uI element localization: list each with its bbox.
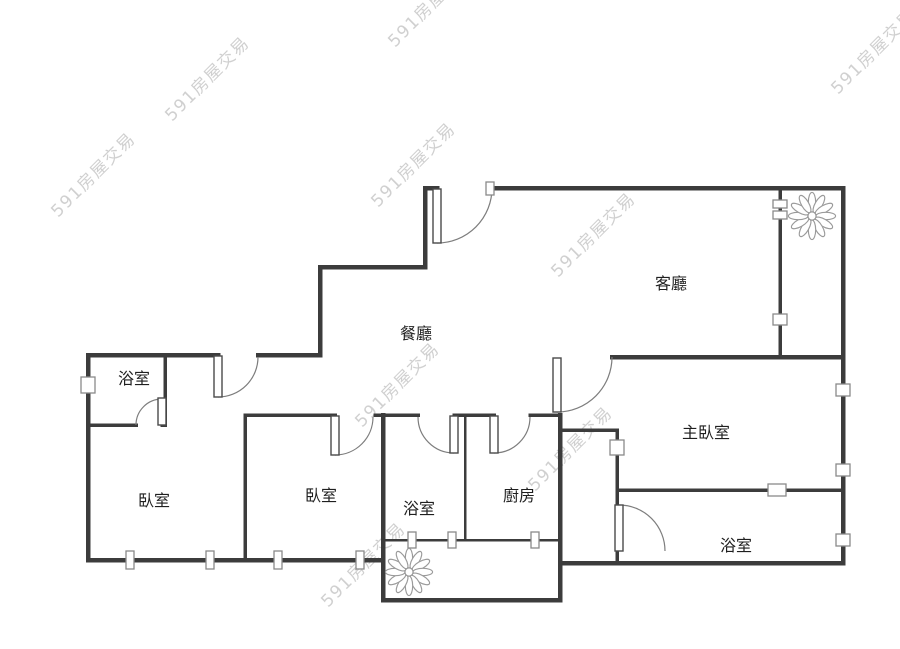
room-label-bedroom-left: 臥室 [138, 491, 170, 510]
room-label-dining: 餐廳 [400, 324, 432, 343]
bath-right-door-leaf [614, 504, 624, 552]
watermark-text: 591房屋交易 [827, 6, 900, 99]
door-jamb-marker [485, 181, 495, 196]
plant-icon [384, 547, 434, 597]
door-layer [135, 187, 666, 552]
window-marker [125, 550, 135, 570]
corridor-door-arc [217, 356, 259, 398]
window-marker [447, 531, 457, 549]
watermark-layer: 591房屋交易 591房屋交易 591房屋交易 591房屋交易 591房屋交易 … [47, 0, 900, 612]
watermark-text: 591房屋交易 [547, 189, 640, 282]
master-bedroom-door-leaf [552, 357, 562, 413]
room-label-living: 客廳 [655, 274, 687, 293]
watermark-text: 591房屋交易 [367, 119, 460, 212]
window-marker [530, 531, 540, 549]
room-label-kitchen: 廚房 [503, 486, 535, 505]
room-label-bath-middle: 浴室 [403, 499, 435, 518]
watermark-text: 591房屋交易 [351, 339, 444, 432]
window-marker [772, 199, 788, 209]
entry-door-leaf [432, 188, 442, 244]
bath-right-door-arc [618, 504, 666, 552]
watermark-text: 591房屋交易 [384, 0, 477, 52]
master-bedroom-door-arc [556, 356, 613, 413]
window-marker [273, 550, 283, 570]
room-label-bedroom-middle: 臥室 [305, 486, 337, 505]
window-marker [355, 550, 365, 570]
window-marker [835, 463, 851, 477]
window-marker [835, 383, 851, 397]
bedroom-middle-door-leaf [330, 415, 340, 456]
bath-top-left-door-leaf [157, 397, 167, 426]
entry-door-arc [436, 187, 493, 244]
window-marker [407, 531, 417, 549]
kitchen-door-leaf [489, 415, 499, 454]
outer-walls [85, 185, 846, 603]
watermark-text: 591房屋交易 [161, 33, 254, 126]
corridor-door-leaf [213, 355, 223, 398]
window-marker [835, 533, 851, 547]
label-layer: 客廳 餐廳 浴室 臥室 臥室 浴室 廚房 主臥室 浴室 [118, 274, 752, 555]
room-label-bath-top-left: 浴室 [118, 369, 150, 388]
wall-layer [85, 185, 846, 603]
watermark-text: 591房屋交易 [47, 129, 140, 222]
window-marker [767, 483, 787, 497]
window-marker [772, 313, 788, 326]
bath-middle-door-arc [417, 416, 455, 454]
window-layer [80, 181, 851, 570]
room-label-bath-right: 浴室 [720, 536, 752, 555]
window-marker [609, 439, 625, 456]
door-leaves [157, 188, 624, 552]
watermark-text: 591房屋交易 [524, 403, 617, 496]
window-marker [772, 210, 788, 220]
bath-middle-door-leaf [449, 415, 459, 454]
window-marker [205, 550, 215, 570]
bedroom-middle-door-arc [334, 416, 374, 456]
kitchen-door-arc [493, 416, 531, 454]
plant-icon [787, 191, 837, 241]
window-marker [80, 376, 96, 394]
room-label-master-bedroom: 主臥室 [682, 423, 730, 442]
